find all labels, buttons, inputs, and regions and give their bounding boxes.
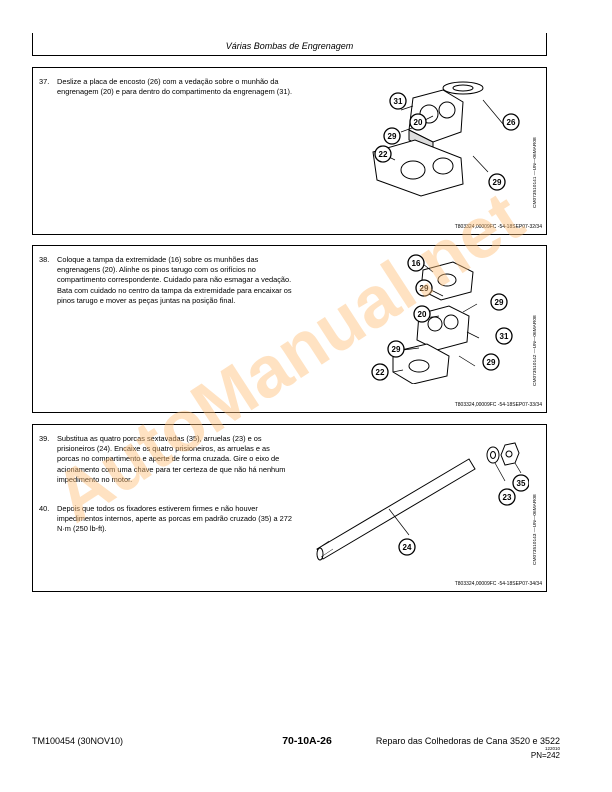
callout-circle: [409, 113, 427, 131]
callout-label: 20: [414, 118, 423, 127]
footer-page-count: PN=242: [530, 751, 560, 760]
callout-label: 20: [418, 310, 427, 319]
callout-circle: [482, 353, 500, 371]
callout-circle: [389, 92, 407, 110]
callout-circle: [398, 538, 416, 556]
figure-side-code: CM073510141 —UN—06MAR08: [533, 137, 538, 208]
callout-circle: [512, 474, 529, 492]
header-rule-bottom: [32, 55, 547, 56]
callout-circle: [371, 363, 389, 381]
section-title: Várias Bombas de Engrenagem: [225, 41, 354, 51]
footer-doc-id: TM100454 (30NOV10): [32, 736, 124, 746]
callout-label: 29: [392, 345, 401, 354]
footer-page-number: 70-10A-26: [282, 735, 332, 747]
callout-label: 29: [420, 284, 429, 293]
step-text: Coloque a tampa da extremidade (16) sobr…: [57, 255, 292, 305]
callout-circle: [498, 488, 516, 506]
callout-label: 35: [517, 479, 526, 488]
callout-circle: [415, 279, 433, 297]
callout-circle: [407, 254, 425, 272]
figure-id: T803324,00009FC -54-18SEP07-33/34: [454, 402, 542, 408]
callout-label: 22: [379, 150, 388, 159]
step-text: Depois que todos os fixadores estiverem …: [57, 504, 292, 534]
header-rule-right: [546, 33, 547, 55]
step-38: 38. Coloque a tampa da extremidade (16) …: [39, 255, 294, 306]
figure-stud-assembly: 35 23 24: [316, 442, 529, 561]
callout-circle: [413, 305, 431, 323]
callout-label: 31: [394, 97, 403, 106]
figure-side-code: CM073510142 —UN—06MAR08: [533, 315, 538, 386]
callout-circle: [387, 340, 405, 358]
figure-side-code: CM073510143 —UN—06MAR08: [533, 494, 538, 565]
footer-small-code: 122010: [544, 746, 560, 751]
step-panel-38: 38. Coloque a tampa da extremidade (16) …: [32, 245, 547, 413]
callout-circle: [383, 127, 401, 145]
figure-id: T803324,00009FC -54-18SEP07-32/34: [454, 224, 542, 230]
figure-id: T803324,00009FC -54-18SEP07-34/34: [454, 581, 542, 587]
header-rule-left: [32, 33, 33, 55]
callout-label: 29: [495, 298, 504, 307]
callout-label: 31: [500, 332, 509, 341]
callout-label: 22: [376, 368, 385, 377]
step-number: 38.: [39, 255, 50, 264]
step-number: 40.: [39, 504, 50, 513]
step-number: 37.: [39, 77, 50, 86]
callout-circle: [502, 113, 520, 131]
callout-label: 26: [507, 118, 516, 127]
step-number: 39.: [39, 434, 50, 443]
step-text: Substitua as quatro porcas sextavadas (3…: [57, 434, 286, 484]
footer-title: Reparo das Colhedoras de Cana 3520 e 352…: [375, 736, 560, 746]
callout-label: 23: [503, 493, 512, 502]
figure-end-cover-install: 16 29 29 20 31 29 29 22: [371, 254, 513, 384]
callout-label: 16: [412, 259, 421, 268]
callout-label: 29: [388, 132, 397, 141]
step-panel-37: 37. Deslize a placa de encosto (26) com …: [32, 67, 547, 235]
step-text: Deslize a placa de encosto (26) com a ve…: [57, 77, 292, 97]
step-39: 39. Substitua as quatro porcas sextavada…: [39, 434, 294, 485]
callout-label: 29: [487, 358, 496, 367]
callout-circle: [490, 293, 508, 311]
callout-circle: [495, 327, 513, 345]
callout-label: 24: [403, 543, 412, 552]
step-panel-39-40: 39. Substitua as quatro porcas sextavada…: [32, 424, 547, 592]
figure-back-plate-install: 31 20 26 29 22 29: [372, 81, 520, 197]
callout-label: 29: [493, 178, 502, 187]
step-37: 37. Deslize a placa de encosto (26) com …: [39, 77, 294, 97]
callout-circle: [488, 173, 506, 191]
callout-circle: [374, 145, 392, 163]
step-40: 40. Depois que todos os fixadores estive…: [39, 504, 294, 535]
